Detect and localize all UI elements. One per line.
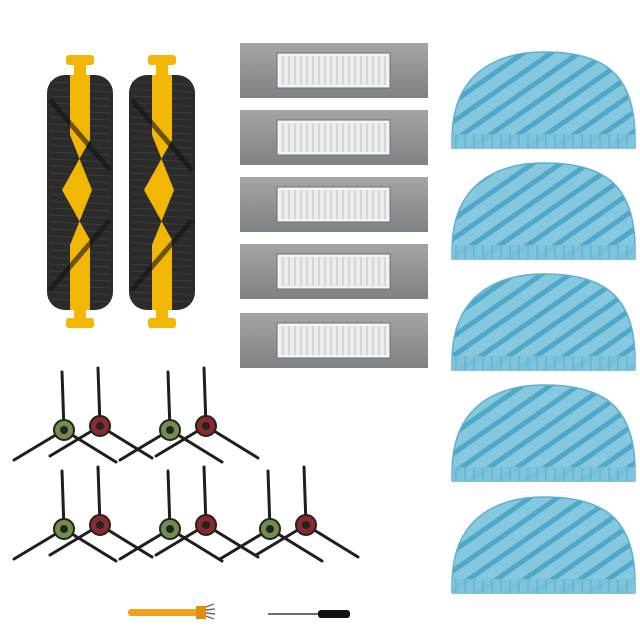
side-brush-red-icon xyxy=(48,465,154,559)
screwdriver-icon xyxy=(268,610,350,618)
hepa-filters xyxy=(240,43,428,368)
side-brush-green-icon xyxy=(12,370,118,464)
side-brush-green-icon xyxy=(12,469,118,563)
mop-pad-icon xyxy=(451,162,636,260)
mop-pad-icon xyxy=(451,496,636,594)
side-brush-red-icon xyxy=(48,366,154,460)
mop-pad-icon xyxy=(451,51,636,149)
mop-pads xyxy=(451,51,636,594)
hepa-filter-icon xyxy=(240,244,428,299)
side-brush-red-icon xyxy=(154,366,260,460)
main-brushes xyxy=(47,55,195,328)
main-brush-icon xyxy=(47,55,113,328)
side-brush-red-icon xyxy=(154,465,260,559)
main-brush-icon xyxy=(129,55,195,328)
hepa-filter-icon xyxy=(240,110,428,165)
side-brush-green-icon xyxy=(118,469,224,563)
side-brush-red-icon xyxy=(254,465,360,559)
hepa-filter-icon xyxy=(240,313,428,368)
hepa-filter-icon xyxy=(240,43,428,98)
side-brush-green-icon xyxy=(218,469,324,563)
cleaning-tool-icon xyxy=(128,603,216,620)
side-brushes xyxy=(12,366,360,563)
hepa-filter-icon xyxy=(240,177,428,232)
mop-pad-icon xyxy=(451,273,636,371)
side-brush-green-icon xyxy=(118,370,224,464)
mop-pad-icon xyxy=(451,384,636,482)
